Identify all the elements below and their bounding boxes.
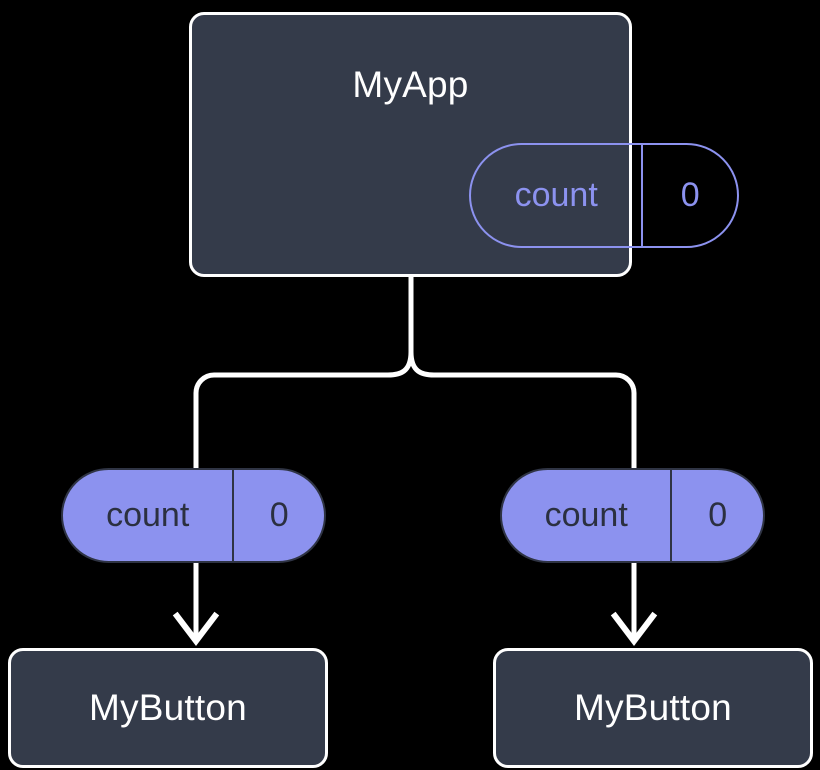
state-pill-value: 0 [680,176,700,214]
prop-pill-value-right: 0 [708,496,728,534]
component-name-mybutton-right: MyButton [574,687,732,728]
component-node-myapp[interactable]: MyApp count 0 [189,12,739,277]
prop-pill-count-left[interactable]: count 0 [61,468,326,563]
prop-pill-count-right[interactable]: count 0 [500,468,765,563]
arrowhead-right-icon [610,611,658,646]
component-name-myapp: MyApp [352,64,469,105]
edge-to-left-child [193,349,414,471]
state-pill-count[interactable]: count 0 [469,143,739,248]
component-name-mybutton-left: MyButton [89,687,247,728]
state-pill-key: count [471,145,644,246]
arrowhead-left-icon [172,611,220,646]
component-node-mybutton-right[interactable]: MyButton [493,648,813,768]
prop-pill-key-right: count [502,470,673,561]
component-node-mybutton-left[interactable]: MyButton [8,648,328,768]
prop-pill-value-left: 0 [269,496,289,534]
edge-to-right-child [408,349,637,471]
prop-pill-key-left: count [63,470,235,561]
